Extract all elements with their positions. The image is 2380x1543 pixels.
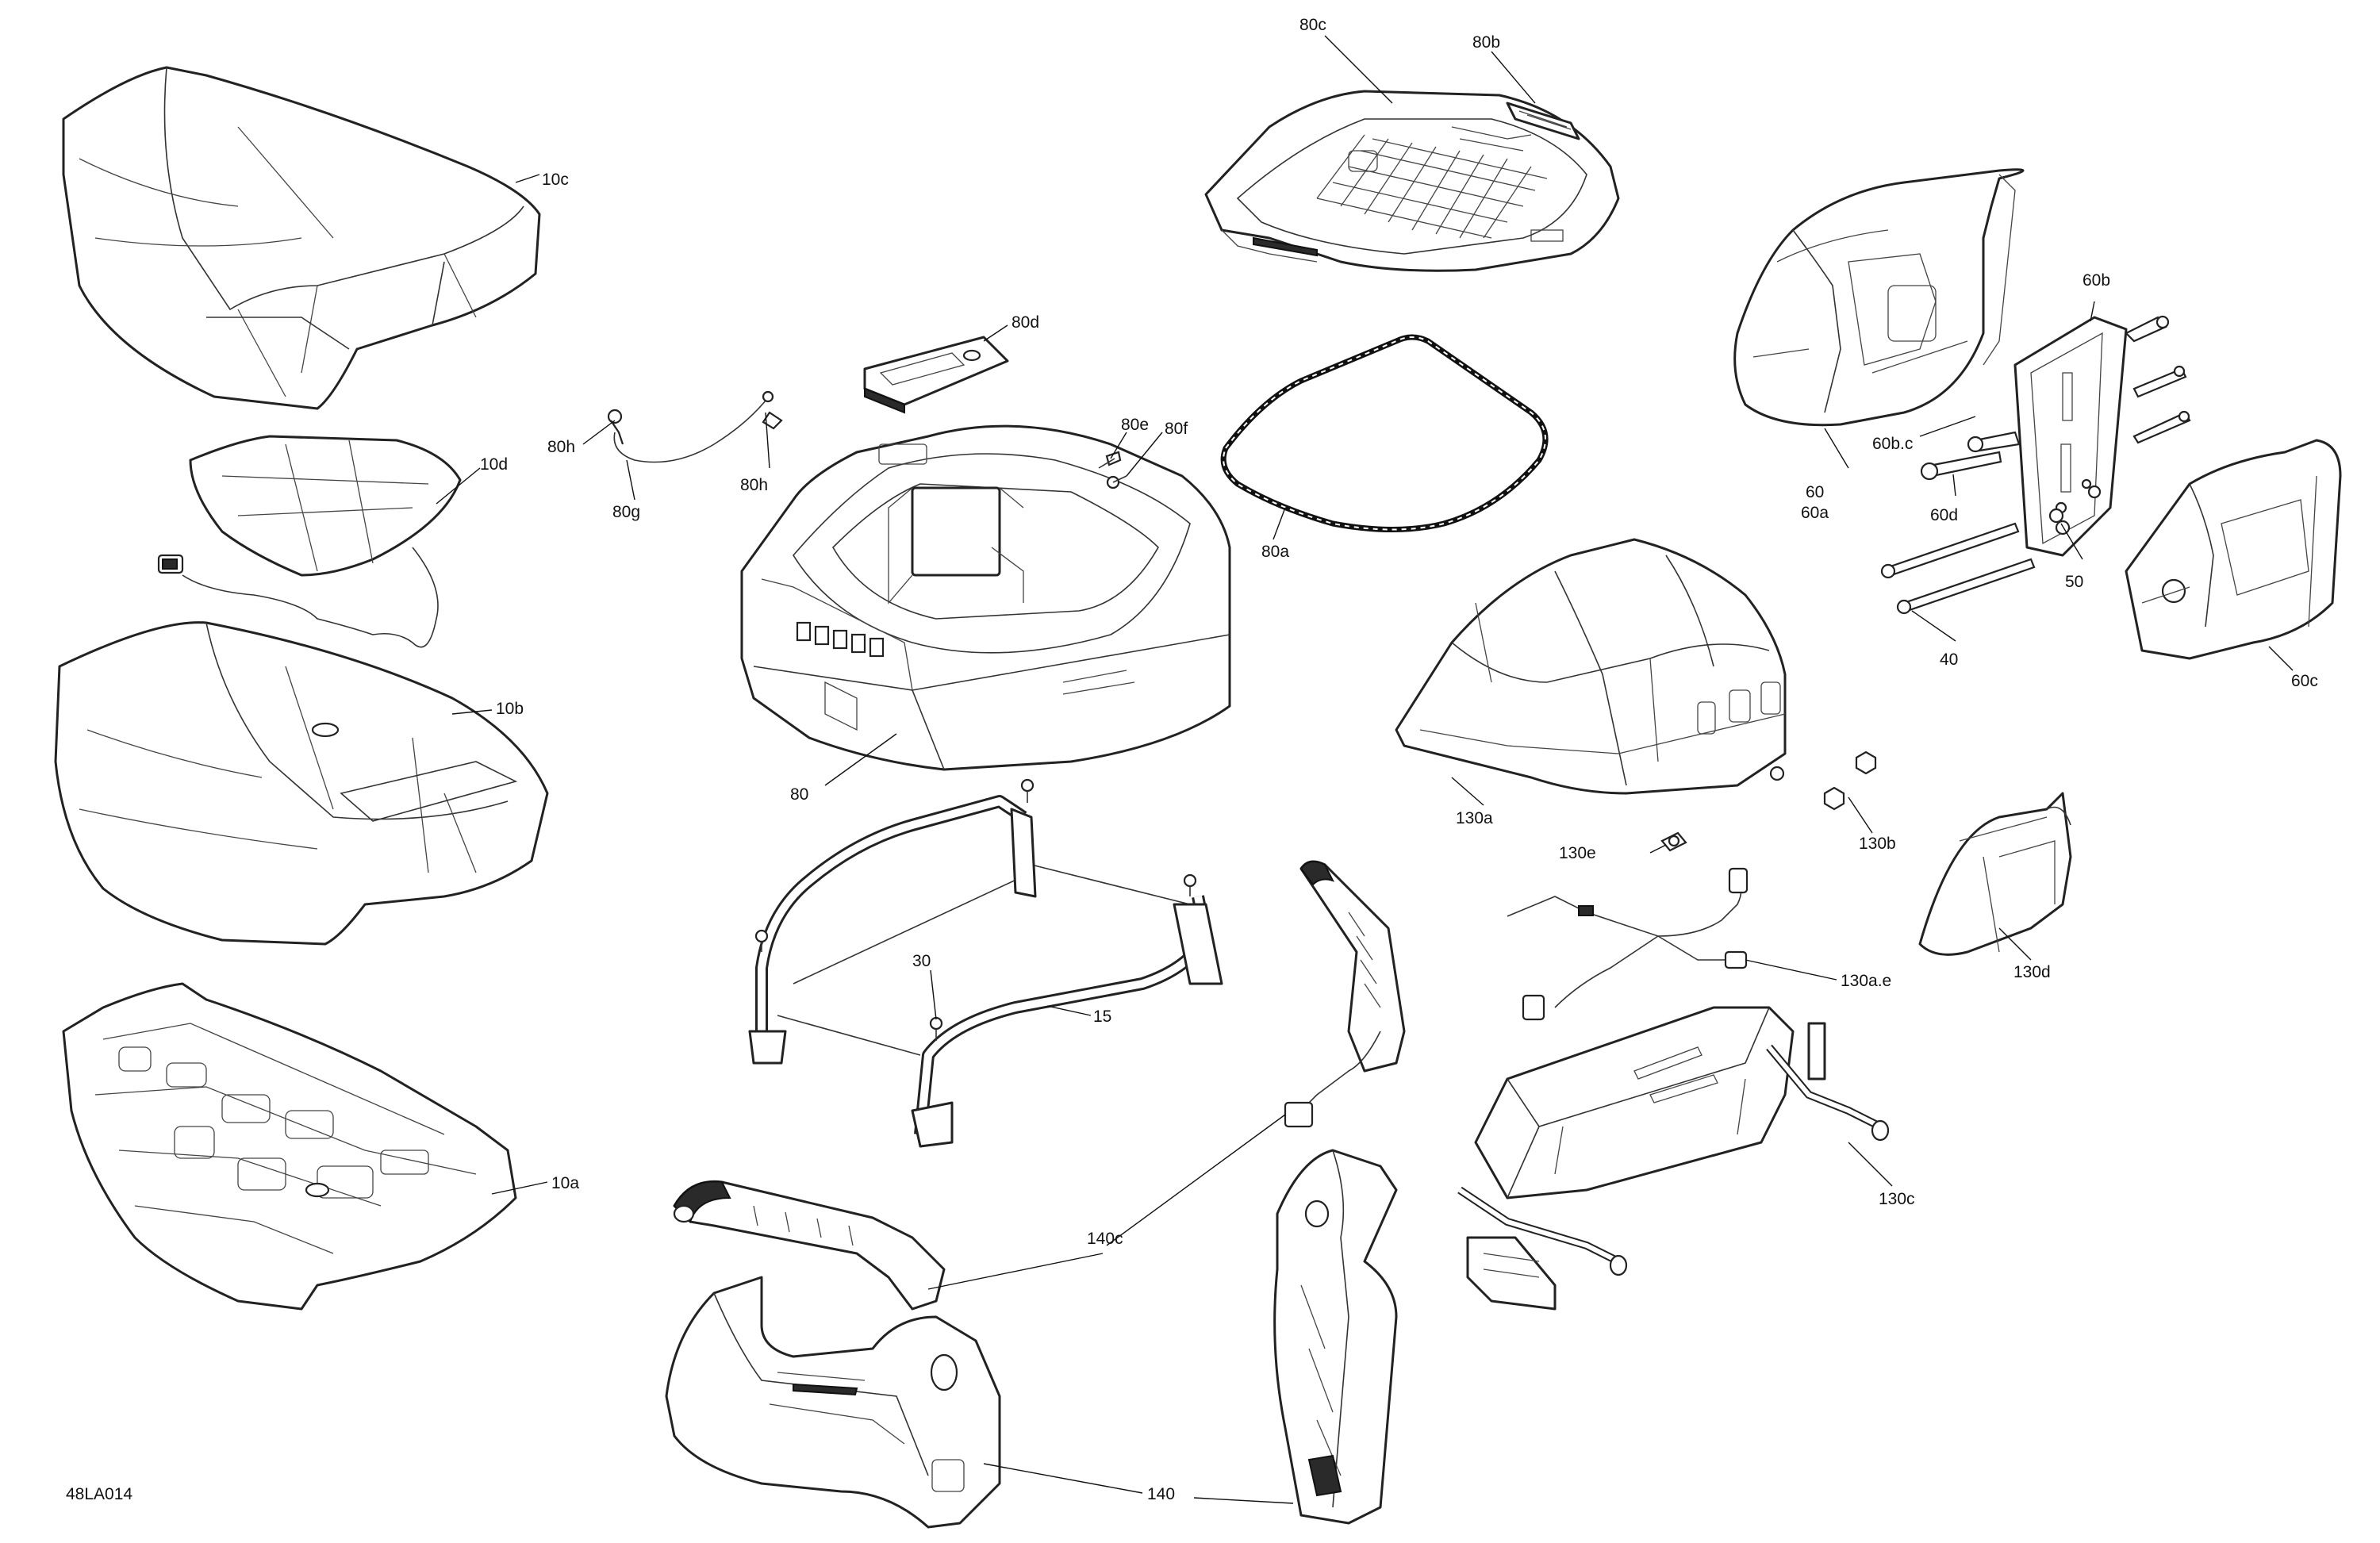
seat-cover-10c[interactable] — [62, 66, 541, 410]
callout-10b: 10b — [496, 700, 524, 718]
nuts-130b[interactable] — [1769, 750, 1877, 811]
grab-handle-140c[interactable] — [673, 1180, 946, 1311]
callout-60c: 60c — [2291, 672, 2318, 690]
callout-80b: 80b — [1472, 33, 1500, 52]
wire-harness-130ae[interactable] — [1507, 867, 1749, 1021]
lid-seal-80a[interactable] — [1220, 334, 1549, 532]
storage-box-80[interactable] — [740, 424, 1231, 771]
callout-60a: 60a — [1801, 504, 1829, 522]
backrest-frame-130c[interactable] — [1457, 1006, 1890, 1311]
callout-10d: 10d — [480, 455, 508, 474]
callout-80: 80 — [790, 785, 808, 804]
callout-60: 60 — [1806, 483, 1824, 501]
lid-handle-80b[interactable] — [1506, 102, 1580, 140]
callout-80a: 80a — [1261, 543, 1289, 561]
callout-130e: 130e — [1559, 844, 1596, 862]
callout-60bc: 60b.c — [1872, 435, 1913, 453]
mounting-bracket-60b[interactable] — [2013, 316, 2128, 557]
latch-80d[interactable] — [863, 336, 1009, 414]
callout-80d: 80d — [1012, 313, 1039, 332]
callout-60b: 60b — [2082, 271, 2110, 290]
grab-handle-right[interactable] — [1284, 860, 1406, 1128]
screws-30[interactable] — [754, 778, 1197, 1041]
armrest-140-right[interactable] — [1273, 1149, 1398, 1525]
side-panel-60c[interactable] — [2125, 439, 2342, 660]
screw-80e[interactable] — [1098, 451, 1122, 469]
bolts-60b-hardware[interactable] — [2125, 315, 2191, 444]
seat-heater-pad-10d[interactable] — [157, 435, 462, 648]
callout-140: 140 — [1147, 1485, 1175, 1503]
callout-80h-left: 80h — [547, 438, 575, 456]
screw-80f[interactable] — [1106, 475, 1127, 489]
callout-80f: 80f — [1165, 420, 1188, 438]
clip-130e[interactable] — [1660, 831, 1687, 852]
callout-130b: 130b — [1859, 835, 1896, 853]
lid-grip-pattern — [1316, 134, 1548, 239]
callout-80e: 80e — [1121, 416, 1149, 434]
callout-130ae: 130a.e — [1841, 972, 1891, 990]
seat-base-frame-10a[interactable] — [62, 982, 517, 1311]
callout-60d: 60d — [1930, 506, 1958, 524]
backrest-shell-130a[interactable] — [1395, 538, 1787, 795]
box-latch-slots — [796, 621, 885, 658]
wire-harness-80g[interactable] — [607, 390, 783, 463]
callout-10c: 10c — [542, 171, 569, 189]
rear-cover-130d[interactable] — [1918, 792, 2072, 956]
drawing-id: 48LA014 — [66, 1485, 132, 1503]
callout-40: 40 — [1940, 651, 1958, 669]
storage-lid-80c[interactable] — [1204, 90, 1620, 272]
callout-30: 30 — [912, 952, 931, 970]
callout-130c: 130c — [1879, 1190, 1915, 1208]
callout-50: 50 — [2065, 573, 2083, 591]
callout-10a: 10a — [551, 1174, 579, 1192]
leader-lines — [436, 35, 2294, 1504]
bolts-40[interactable] — [1880, 522, 2036, 615]
callout-labels: 10c 10d 10b 10a 80h 80g 80h 80d 80e 80f … — [66, 16, 2318, 1503]
callout-130d: 130d — [2013, 963, 2051, 981]
callout-80g: 80g — [612, 503, 640, 521]
side-fender-60[interactable] — [1733, 168, 2025, 427]
callout-80h-right: 80h — [740, 476, 768, 494]
seat-frame-15[interactable] — [748, 795, 1223, 1148]
armrest-140-left[interactable] — [665, 1276, 1001, 1529]
callout-80c: 80c — [1299, 16, 1326, 34]
callout-130a: 130a — [1456, 809, 1493, 827]
seat-cushion-10b[interactable] — [54, 621, 549, 946]
callout-15: 15 — [1093, 1008, 1111, 1026]
callout-140c: 140c — [1087, 1230, 1123, 1248]
bolt-60d[interactable] — [1920, 451, 2002, 481]
screw-60bc[interactable] — [1967, 431, 2021, 453]
